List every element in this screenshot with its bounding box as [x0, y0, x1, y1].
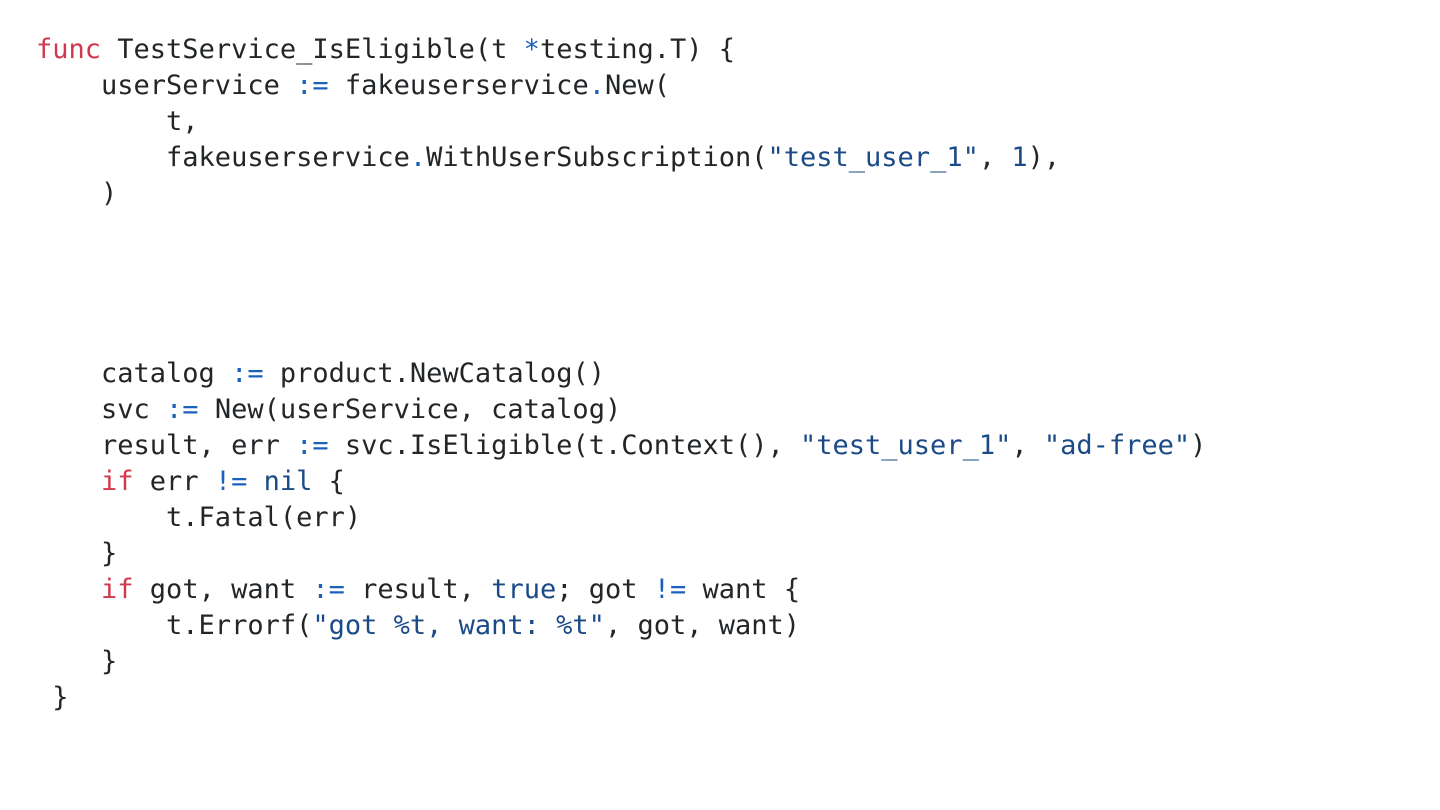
- code-token-lit: "test_user_1": [800, 430, 1012, 461]
- code-token-plain: fakeuserservice: [36, 142, 410, 173]
- code-token-plain: userService: [36, 70, 297, 101]
- code-token-plain: {: [312, 466, 345, 497]
- code-token-plain: [36, 574, 101, 605]
- code-lines-container: func TestService_IsEligible(t *testing.T…: [36, 32, 1440, 716]
- code-line: }: [36, 644, 1440, 680]
- code-token-plain: t.Fatal(err): [36, 502, 362, 533]
- code-line: if got, want := result, true; got != wan…: [36, 572, 1440, 608]
- code-line: func TestService_IsEligible(t *testing.T…: [36, 32, 1440, 68]
- code-line: catalog := product.NewCatalog(): [36, 356, 1440, 392]
- code-line: [36, 248, 1440, 284]
- code-token-plain: }: [36, 538, 118, 569]
- code-token-op: :=: [312, 574, 345, 605]
- code-line: t.Fatal(err): [36, 500, 1440, 536]
- code-token-plain: got, want: [133, 574, 313, 605]
- code-line: userService := fakeuserservice.New(: [36, 68, 1440, 104]
- code-token-plain: t,: [36, 106, 199, 137]
- code-token-plain: }: [36, 646, 118, 677]
- code-token-plain: svc.IsEligible(t.Context(),: [328, 430, 801, 461]
- code-token-lit: "test_user_1": [767, 142, 979, 173]
- code-token-op: :=: [296, 430, 329, 461]
- code-line: }: [36, 536, 1440, 572]
- code-line: result, err := svc.IsEligible(t.Context(…: [36, 428, 1440, 464]
- code-token-plain: TestService_IsEligible(t: [101, 34, 524, 65]
- code-token-plain: testing.T) {: [539, 34, 736, 65]
- code-token-plain: ; got: [556, 574, 654, 605]
- code-line: t,: [36, 104, 1440, 140]
- code-token-plain: ,: [978, 142, 1012, 173]
- code-token-lit: nil: [263, 466, 313, 497]
- code-token-plain: ),: [1027, 142, 1061, 173]
- code-token-plain: fakeuserservice: [328, 70, 589, 101]
- code-token-kw: func: [36, 34, 102, 65]
- code-token-plain: catalog: [36, 358, 232, 389]
- code-token-op: .: [409, 142, 427, 173]
- code-token-plain: svc: [36, 394, 167, 425]
- code-token-lit: true: [491, 574, 557, 605]
- code-token-kw: if: [101, 466, 134, 497]
- go-code-block: func TestService_IsEligible(t *testing.T…: [36, 32, 1440, 716]
- code-token-kw: if: [101, 574, 134, 605]
- code-token-plain: err: [133, 466, 215, 497]
- code-line: }: [36, 680, 1440, 716]
- code-token-op: :=: [166, 394, 199, 425]
- code-token-plain: WithUserSubscription(: [426, 142, 768, 173]
- code-token-plain: want {: [686, 574, 801, 605]
- code-token-plain: ): [36, 178, 118, 209]
- code-token-op: :=: [296, 70, 329, 101]
- code-token-plain: result, err: [36, 430, 297, 461]
- code-token-plain: t.Errorf(: [36, 610, 313, 641]
- code-line: [36, 284, 1440, 320]
- code-token-plain: [247, 466, 263, 497]
- code-line: t.Errorf("got %t, want: %t", got, want): [36, 608, 1440, 644]
- code-token-op: !=: [653, 574, 687, 605]
- code-line: svc := New(userService, catalog): [36, 392, 1440, 428]
- code-line: [36, 320, 1440, 356]
- code-token-lit: "ad-free": [1043, 430, 1191, 461]
- code-token-plain: }: [36, 682, 69, 713]
- code-token-plain: product.NewCatalog(): [263, 358, 605, 389]
- code-token-plain: ): [1190, 430, 1207, 461]
- code-token-op: .: [588, 70, 605, 101]
- code-line: ): [36, 176, 1440, 212]
- code-token-plain: ,: [1011, 430, 1044, 461]
- code-token-plain: New(: [604, 70, 670, 101]
- code-token-plain: New(userService, catalog): [198, 394, 622, 425]
- code-line: if err != nil {: [36, 464, 1440, 500]
- code-line: fakeuserservice.WithUserSubscription("te…: [36, 140, 1440, 176]
- code-token-plain: , got, want): [604, 610, 801, 641]
- code-token-op: :=: [231, 358, 264, 389]
- code-token-op: !=: [214, 466, 248, 497]
- code-token-plain: [36, 466, 101, 497]
- code-token-lit: "got %t, want: %t": [312, 610, 605, 641]
- code-token-lit: 1: [1011, 142, 1028, 173]
- code-token-op: *: [523, 34, 540, 65]
- code-line: [36, 212, 1440, 248]
- code-token-plain: result,: [344, 574, 492, 605]
